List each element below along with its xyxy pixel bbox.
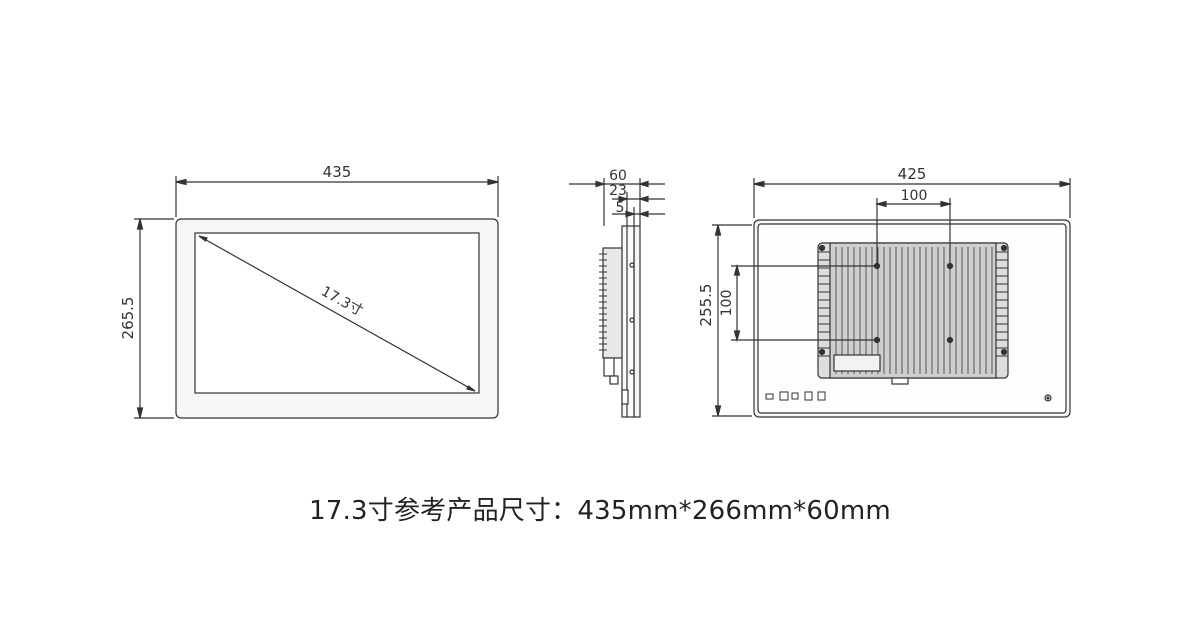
- vesa-v-label: 100: [719, 290, 735, 317]
- side-5-label: 5: [616, 200, 625, 216]
- vesa-hole: [946, 336, 954, 344]
- rear-view: [712, 178, 1071, 418]
- front-width-label: 435: [323, 163, 352, 181]
- vesa-hole: [873, 336, 881, 344]
- diagonal-line: [198, 235, 476, 392]
- front-height-label: 265.5: [119, 297, 137, 340]
- power-button: [1044, 394, 1052, 402]
- side-bezel: [633, 225, 641, 418]
- rear-height-label: 255.5: [697, 284, 715, 327]
- side-23-label: 23: [609, 183, 627, 199]
- side-heatsink: [602, 247, 623, 359]
- label-plate: [833, 354, 881, 372]
- vesa-hole: [946, 262, 954, 270]
- rear-width-label: 425: [898, 165, 927, 183]
- side-depth-label: 60: [609, 168, 627, 184]
- size-caption: 17.3寸参考产品尺寸：435mm*266mm*60mm: [309, 496, 891, 526]
- vesa-h-label: 100: [901, 188, 928, 204]
- vesa-hole: [873, 262, 881, 270]
- front-view: [134, 176, 499, 419]
- side-view: [569, 178, 665, 418]
- io-ports: [765, 391, 826, 401]
